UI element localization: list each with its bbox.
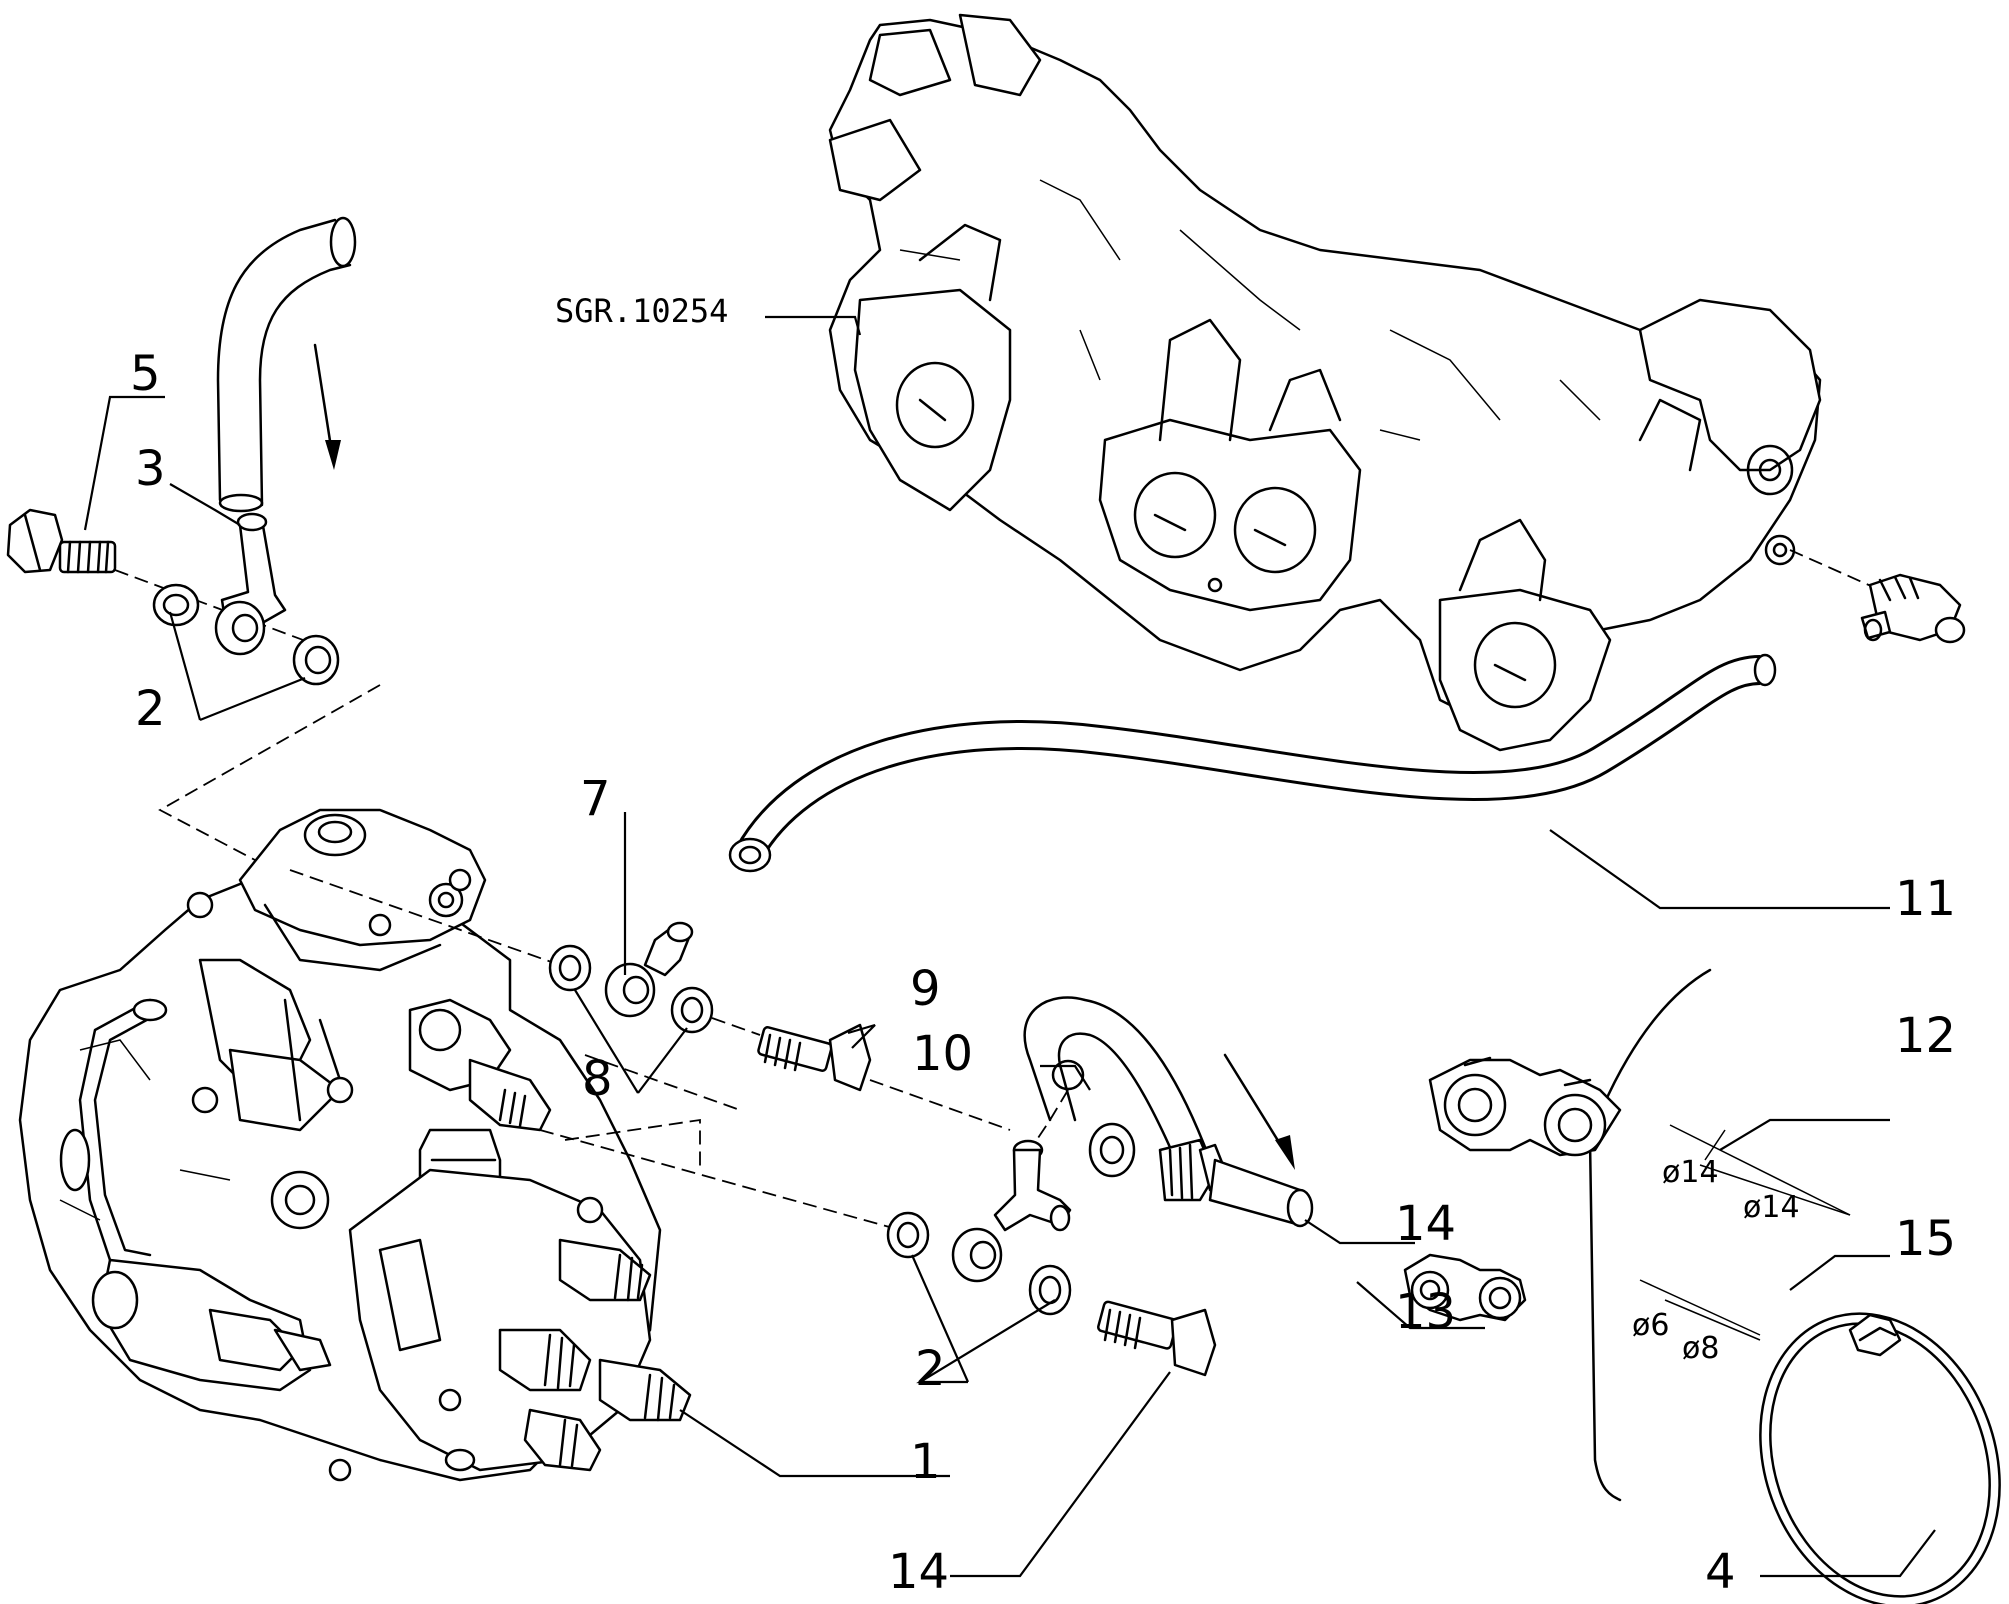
flow-arrow-icon <box>1223 1053 1295 1170</box>
axis-line <box>158 684 381 861</box>
leader-line <box>679 1409 950 1478</box>
washer-2d <box>1028 1264 1072 1316</box>
leader-line <box>574 989 688 1094</box>
leader-line <box>1549 829 1890 910</box>
callout-4: 5 <box>130 346 161 402</box>
bolt-14 <box>1097 1300 1217 1377</box>
clip-11-dimension-b: ø14 <box>1743 1190 1800 1225</box>
manifold-vacuum-fitting <box>1789 549 1966 644</box>
drawing-code-label: SGR.10254 <box>555 292 728 330</box>
leader-line <box>765 315 862 336</box>
callout-7: 8 <box>582 1051 613 1107</box>
hose-clip-15 <box>1403 1253 1527 1322</box>
axis-line <box>711 1017 761 1036</box>
leader-line <box>83 395 165 531</box>
clip-15-dimension-a: ø6 <box>1632 1308 1669 1343</box>
axis-line <box>584 1054 741 1111</box>
axis-line <box>564 1118 701 1170</box>
axis-line <box>869 1079 1011 1131</box>
hollow-bolt-13 <box>1158 1138 1314 1228</box>
callout-13: 14 <box>1395 1196 1456 1252</box>
callout-8: 9 <box>910 961 941 1017</box>
leader-line <box>168 611 306 722</box>
dimension-lines <box>1639 1124 1851 1341</box>
banjo-union-6 <box>604 921 694 1018</box>
washer-2a <box>152 583 200 627</box>
callout-14: 14 <box>888 1544 949 1600</box>
flow-arrow-icon <box>313 343 341 470</box>
leader-line <box>1040 1064 1091 1091</box>
leader-line <box>1304 1219 1415 1245</box>
callout-5: 4 <box>1705 1544 1736 1600</box>
washer-7b <box>670 986 714 1034</box>
vacuum-hose-10 <box>728 653 1777 873</box>
injection-pump-1 <box>18 808 692 1482</box>
callout-10: 11 <box>1895 871 1956 927</box>
callout-9: 10 <box>912 1026 973 1082</box>
leader-line <box>1789 1254 1890 1291</box>
banjo-bolt-4 <box>6 508 117 574</box>
washer-2c <box>886 1211 930 1259</box>
leader-line <box>1760 1529 1936 1578</box>
callout-15: 15 <box>1895 1211 1956 1267</box>
callout-11: 12 <box>1895 1008 1956 1064</box>
callout-1: 1 <box>910 1434 941 1490</box>
leader-line <box>950 1371 1171 1578</box>
leader-line <box>1356 1281 1485 1330</box>
leader-line <box>1719 1118 1890 1151</box>
callout-12: 13 <box>1395 1284 1456 1340</box>
hose-lower <box>1023 996 1212 1172</box>
hose-clip-11 <box>1428 1056 1622 1157</box>
hose-upper-left <box>216 216 357 513</box>
banjo-union-9 <box>951 1139 1072 1283</box>
callout-3: 3 <box>135 441 166 497</box>
leader-line <box>169 483 241 526</box>
hose-band-clamp-5 <box>1759 1312 2001 1604</box>
callout-2-upper: 2 <box>135 681 166 737</box>
washer-7a <box>548 944 592 992</box>
washer-12 <box>1088 1122 1136 1178</box>
callout-6: 7 <box>580 771 611 827</box>
bracket-line <box>1588 968 1712 1502</box>
banjo-bolt-8 <box>757 1023 872 1092</box>
leader-line <box>910 1254 1056 1384</box>
clip-15-dimension-b: ø8 <box>1682 1331 1719 1366</box>
leader-line <box>847 1023 876 1049</box>
banjo-union-3 <box>214 512 287 656</box>
washer-2b <box>292 634 340 686</box>
clip-11-dimension-a: ø14 <box>1662 1155 1719 1190</box>
axis-line <box>289 869 561 966</box>
callout-2-lower: 2 <box>915 1341 946 1397</box>
intake-manifold <box>828 13 1822 752</box>
